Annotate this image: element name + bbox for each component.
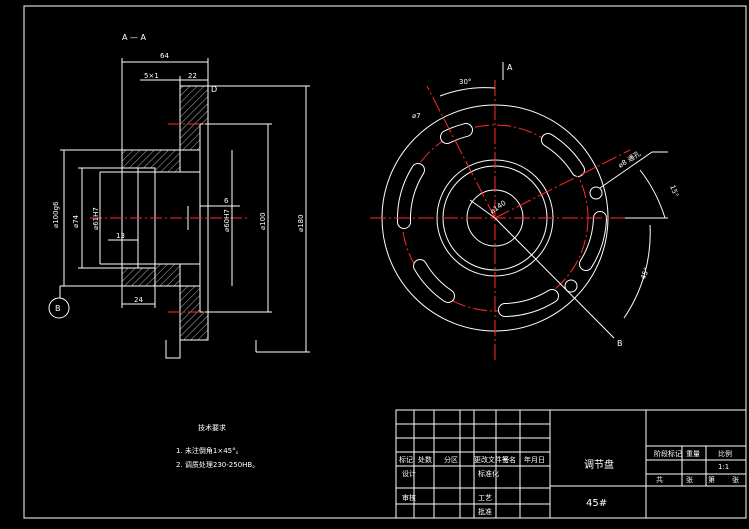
dim-text-60h7: ⌀60H7 bbox=[223, 209, 231, 232]
front-centerline-30 bbox=[426, 85, 496, 219]
outline-top bbox=[121, 85, 209, 168]
hatch-hub-lower bbox=[121, 263, 181, 287]
section-title: A — A bbox=[122, 33, 147, 42]
datum-b-text: B bbox=[55, 304, 61, 313]
front-centerline-diag bbox=[494, 149, 631, 219]
dim-text-180: ⌀180 bbox=[297, 214, 305, 232]
front-view bbox=[370, 62, 668, 360]
technical-requirements: 技术要求 1. 未注倒角1×45°。 2. 调质处理230-250HB。 bbox=[176, 423, 259, 469]
label-b-text: B bbox=[617, 339, 623, 348]
dim-text-5x1: 5×1 bbox=[144, 72, 159, 80]
section-line-b bbox=[494, 217, 615, 339]
dim-text-6: 6 bbox=[224, 197, 229, 205]
hole-lower bbox=[564, 279, 578, 293]
dim-text-74: ⌀74 bbox=[72, 214, 80, 228]
slot-1-inner bbox=[441, 124, 472, 143]
label-d: D bbox=[211, 85, 217, 94]
tb-di: 第 bbox=[708, 475, 715, 484]
slot-5-inner bbox=[414, 260, 454, 302]
angle-30-text: 30° bbox=[459, 78, 471, 86]
dim-text-13: 13 bbox=[116, 232, 125, 240]
leader-140 bbox=[469, 199, 496, 219]
tb-scale: 1:1 bbox=[718, 463, 729, 471]
arc-30 bbox=[439, 87, 496, 97]
slot-dim-text: ⌀7 bbox=[412, 112, 421, 120]
angle-45-text: 45° bbox=[639, 266, 651, 280]
tb-zhang1: 张 bbox=[686, 475, 693, 484]
tech-item-2: 2. 调质处理230-250HB。 bbox=[176, 460, 259, 469]
hatch-hub-upper bbox=[121, 149, 181, 173]
title-block-texts: 标记 处数 分区 更改文件号 签名 年月日 设计 标准化 阶段标记 重量 比例 … bbox=[399, 449, 739, 516]
material-text: 45# bbox=[586, 498, 607, 509]
tb-gong: 共 bbox=[656, 475, 663, 484]
tb-bili: 比例 bbox=[718, 449, 732, 458]
tb-biaozhunhua: 标准化 bbox=[478, 469, 499, 478]
tb-gongyi: 工艺 bbox=[478, 494, 492, 502]
part-name: 调节盘 bbox=[584, 458, 614, 471]
hole-upper bbox=[589, 186, 603, 200]
dim-text-100: ⌀100 bbox=[259, 212, 267, 230]
tb-qianming: 签名 bbox=[502, 455, 516, 464]
angle-15-text: 15° bbox=[668, 184, 680, 198]
outline-bottom bbox=[121, 268, 209, 341]
arc-15 bbox=[639, 169, 666, 219]
section-dim-texts: 64 22 5×1 D ⌀100g6 ⌀74 ⌀61H7 13 6 24 ⌀60… bbox=[52, 52, 305, 313]
slot-4-inner bbox=[499, 290, 558, 316]
tb-shenhe: 审核 bbox=[402, 493, 416, 502]
tb-biaoji: 标记 bbox=[399, 455, 413, 464]
hatch-flange-lower bbox=[179, 285, 209, 341]
tb-zhongliang: 重量 bbox=[686, 450, 700, 458]
dim-text-61h7: ⌀61H7 bbox=[92, 207, 100, 230]
border-frame bbox=[23, 5, 747, 519]
tb-pizhun: 批准 bbox=[478, 507, 492, 516]
arc-45 bbox=[623, 224, 651, 319]
tb-jieduan: 阶段标记 bbox=[654, 449, 682, 458]
tb-genggai: 更改文件号 bbox=[474, 455, 509, 464]
section-view: A — A bbox=[48, 33, 310, 359]
tb-nianyueri: 年月日 bbox=[524, 455, 545, 464]
leader-hole bbox=[599, 151, 653, 189]
title-block-frame bbox=[395, 409, 747, 519]
slot-2-inner bbox=[542, 134, 584, 176]
tb-fenqu: 分区 bbox=[444, 455, 458, 464]
slots bbox=[396, 123, 607, 317]
tech-item-1: 1. 未注倒角1×45°。 bbox=[176, 446, 243, 455]
tb-sheji: 设计 bbox=[402, 469, 416, 478]
slot-3-inner bbox=[580, 212, 606, 270]
title-block bbox=[395, 409, 747, 519]
dim-text-22: 22 bbox=[188, 72, 197, 80]
label-a-text: A bbox=[507, 63, 513, 72]
datum-b-circle bbox=[48, 297, 70, 319]
dim-text-100g6: ⌀100g6 bbox=[52, 201, 60, 228]
dim-text-64: 64 bbox=[160, 52, 169, 60]
flange-bottom-edge bbox=[165, 340, 181, 359]
hatch-flange-upper bbox=[179, 85, 209, 151]
tb-zhang2: 张 bbox=[732, 475, 739, 484]
tech-title: 技术要求 bbox=[198, 423, 226, 432]
hole-note-text: ⌀8 通孔 bbox=[616, 149, 642, 170]
tb-chushu: 处数 bbox=[418, 455, 432, 464]
dim-text-24: 24 bbox=[134, 296, 143, 304]
